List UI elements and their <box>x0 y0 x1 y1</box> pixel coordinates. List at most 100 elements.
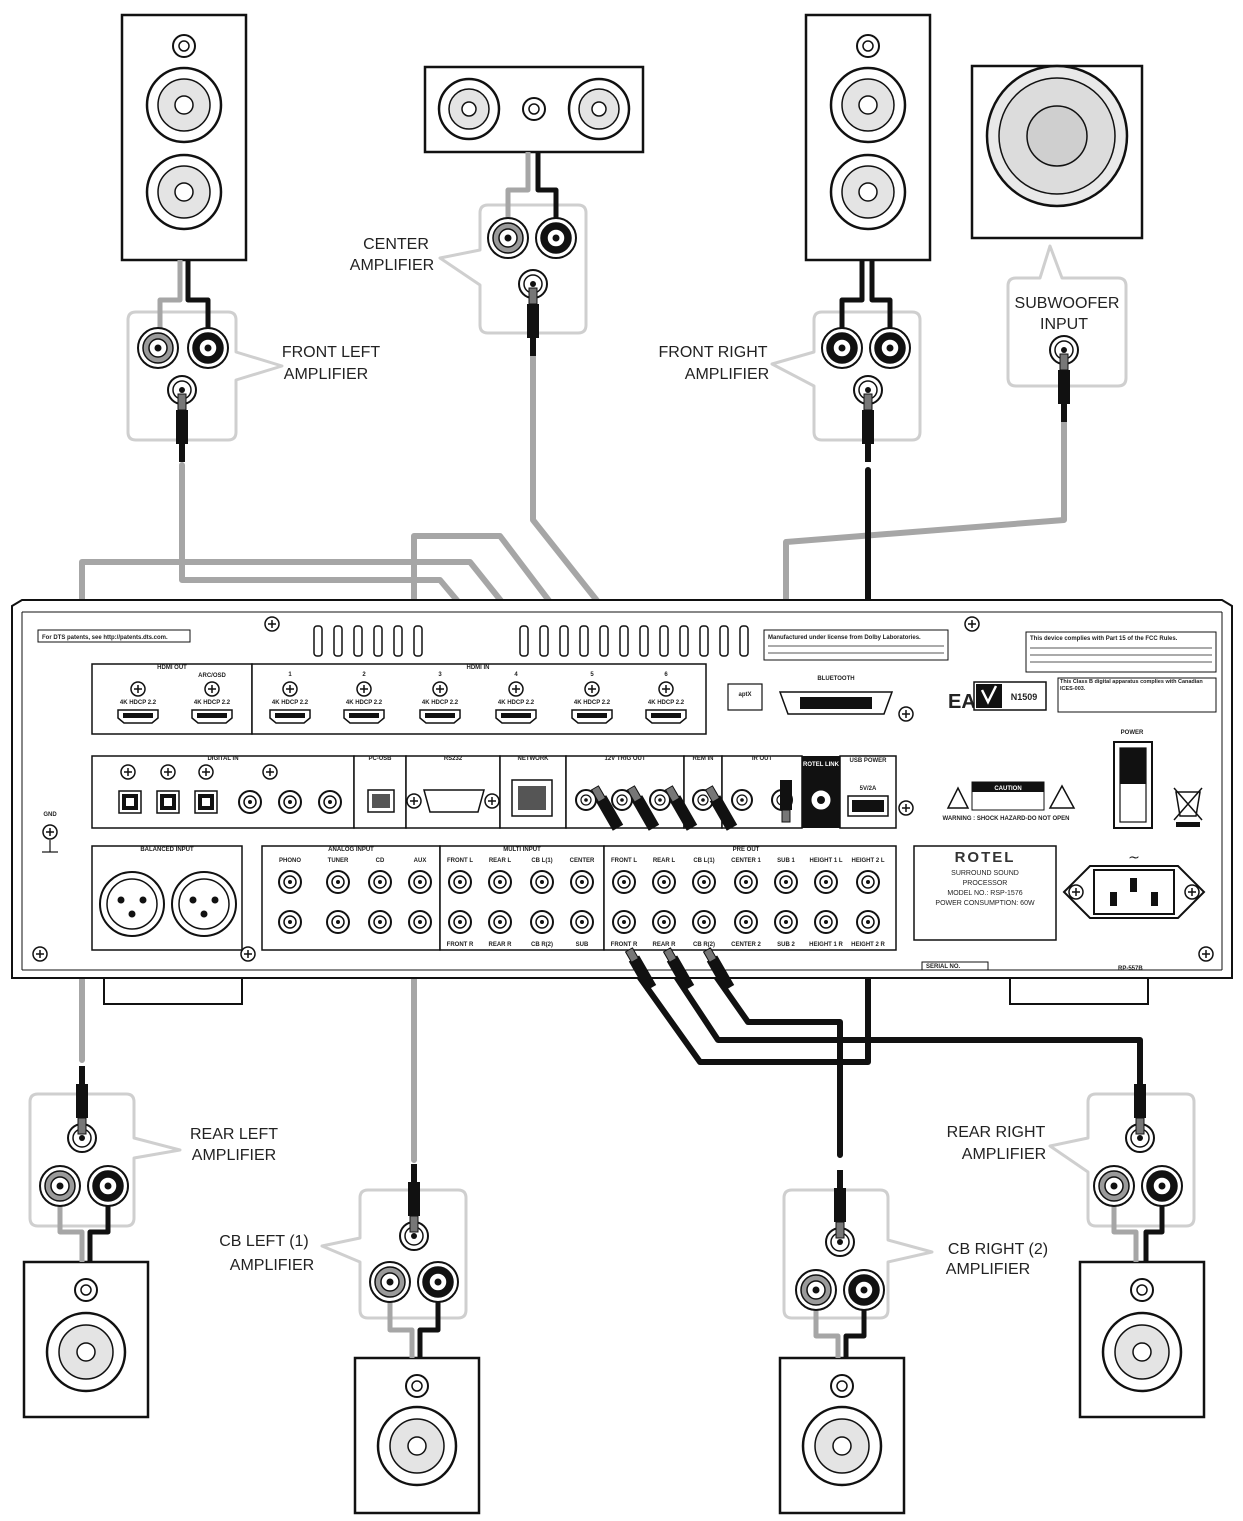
center-amp-label-2: AMPLIFIER <box>350 257 434 274</box>
network-label: NETWORK <box>518 756 550 762</box>
digital-in-label: DIGITAL IN <box>207 756 238 762</box>
svg-text:REAR R: REAR R <box>652 942 676 948</box>
svg-text:TUNER: TUNER <box>328 858 349 864</box>
balanced-input-label: BALANCED INPUT <box>140 847 194 853</box>
svg-text:4K HDCP 2.2: 4K HDCP 2.2 <box>194 700 231 706</box>
svg-text:HEIGHT 1 R: HEIGHT 1 R <box>809 942 843 948</box>
model-number: MODEL NO.: RSP-1576 <box>947 890 1022 897</box>
product-line-1: SURROUND SOUND <box>951 870 1019 877</box>
svg-text:REAR L: REAR L <box>489 858 512 864</box>
fcc-note: This device complies with Part 15 of the… <box>1030 636 1178 642</box>
canada-note: This Class B digital apparatus complies … <box>1060 679 1203 692</box>
svg-text:FRONT L: FRONT L <box>611 858 637 864</box>
svg-text:4K HDCP 2.2: 4K HDCP 2.2 <box>648 700 685 706</box>
processor-rear-panel: For DTS patents, see http://patents.dts.… <box>11 599 1233 1005</box>
svg-text:SUB 2: SUB 2 <box>777 942 795 948</box>
svg-text:FRONT R: FRONT R <box>447 942 474 948</box>
svg-text:CB R(2): CB R(2) <box>531 942 553 948</box>
rear-left-speaker <box>22 1260 150 1419</box>
rotel-brand: ROTEL <box>955 849 1016 866</box>
amp-labels: CENTER AMPLIFIER FRONT LEFT AMPLIFIER FR… <box>190 236 1119 1278</box>
rear-right-amp-label-1: REAR RIGHT <box>947 1124 1046 1141</box>
cb-right-amp-label-2: AMPLIFIER <box>946 1261 1030 1278</box>
svg-text:CB L(1): CB L(1) <box>693 858 714 864</box>
center-speaker <box>423 65 645 154</box>
svg-text:CD: CD <box>376 858 385 864</box>
trig-out-label: 12V TRIG OUT <box>604 756 645 762</box>
gnd-label: GND <box>43 812 57 818</box>
cb-right-speaker <box>778 1356 906 1515</box>
rem-in-label: REM IN <box>693 756 714 762</box>
cb-left-amp-label-2: AMPLIFIER <box>230 1257 314 1274</box>
model-code: RP-557B <box>1118 966 1143 972</box>
dolby-note: Manufactured under license from Dolby La… <box>768 635 921 641</box>
front-right-amp-label-2: AMPLIFIER <box>685 366 769 383</box>
svg-text:SUB: SUB <box>576 942 589 948</box>
hdmi-out-label: HDMI OUT <box>157 665 187 671</box>
power-consumption: POWER CONSUMPTION: 60W <box>935 900 1035 907</box>
svg-text:2: 2 <box>362 672 366 678</box>
front-left-speaker <box>120 13 248 262</box>
svg-text:CENTER 2: CENTER 2 <box>731 942 761 948</box>
svg-text:5: 5 <box>590 672 594 678</box>
center-amp-label-1: CENTER <box>363 236 429 253</box>
svg-text:HEIGHT 1 L: HEIGHT 1 L <box>809 858 842 864</box>
hdmi-ports: 4K HDCP 2.2 4K HDCP 2.2 1 4K HDCP 2.2 2 … <box>117 672 687 724</box>
svg-text:3: 3 <box>438 672 442 678</box>
hdmi-in-label: HDMI IN <box>467 665 490 671</box>
svg-text:4: 4 <box>514 672 518 678</box>
subwoofer-input-label-2: INPUT <box>1040 316 1088 333</box>
cb-left-speaker <box>353 1356 481 1515</box>
aptx-logo: aptX <box>738 692 751 698</box>
front-right-speaker <box>804 13 932 262</box>
caution-label: CAUTION <box>994 786 1021 792</box>
ir-out-label: IR OUT <box>752 756 773 762</box>
product-line-2: PROCESSOR <box>963 880 1008 887</box>
svg-text:PHONO: PHONO <box>279 858 301 864</box>
svg-text:4K HDCP 2.2: 4K HDCP 2.2 <box>498 700 535 706</box>
vents <box>313 625 749 657</box>
front-right-amp-label-1: FRONT RIGHT <box>658 344 767 361</box>
pc-usb-label: PC-USB <box>368 756 392 762</box>
svg-text:CB R(2): CB R(2) <box>693 942 715 948</box>
speaker-wires <box>57 152 1165 1358</box>
svg-text:HEIGHT 2 L: HEIGHT 2 L <box>851 858 884 864</box>
bluetooth-label: BLUETOOTH <box>817 676 854 682</box>
warning-text: WARNING : SHOCK HAZARD-DO NOT OPEN <box>943 816 1070 822</box>
svg-text:4K HDCP 2.2: 4K HDCP 2.2 <box>120 700 157 706</box>
svg-text:6: 6 <box>664 672 668 678</box>
svg-text:CENTER 1: CENTER 1 <box>731 858 761 864</box>
usb-rating: 5V/2A <box>860 786 877 792</box>
svg-text:4K HDCP 2.2: 4K HDCP 2.2 <box>422 700 459 706</box>
serial-label: SERIAL NO. <box>926 964 961 970</box>
svg-text:HEIGHT 2 R: HEIGHT 2 R <box>851 942 885 948</box>
subwoofer <box>970 64 1144 240</box>
multi-input-label: MULTI INPUT <box>503 847 541 853</box>
rear-left-amp-label-1: REAR LEFT <box>190 1126 278 1143</box>
svg-text:4K HDCP 2.2: 4K HDCP 2.2 <box>574 700 611 706</box>
cable-rear-right <box>672 972 1143 1081</box>
rear-right-speaker <box>1078 1260 1206 1419</box>
analog-input-label: ANALOG INPUT <box>328 847 374 853</box>
front-left-amp-label-2: AMPLIFIER <box>284 366 368 383</box>
panel-rca-plugs <box>590 780 792 991</box>
svg-text:CB L(1): CB L(1) <box>531 858 552 864</box>
svg-text:1: 1 <box>288 672 292 678</box>
cable-cb-right <box>712 972 843 1158</box>
svg-text:AUX: AUX <box>414 858 427 864</box>
power-label: POWER <box>1121 730 1144 736</box>
dts-note: For DTS patents, see http://patents.dts.… <box>42 635 168 641</box>
rs232-label: RS232 <box>444 756 463 762</box>
svg-text:REAR R: REAR R <box>488 942 512 948</box>
usb-power-label: USB POWER <box>849 758 887 764</box>
rotel-link-label: ROTEL LINK <box>803 762 840 768</box>
subwoofer-input-label-1: SUBWOOFER <box>1015 295 1120 312</box>
svg-text:FRONT L: FRONT L <box>447 858 473 864</box>
front-left-amp-label-1: FRONT LEFT <box>282 344 381 361</box>
svg-text:~: ~ <box>1128 850 1140 866</box>
svg-text:REAR L: REAR L <box>653 858 676 864</box>
pre-out-label: PRE OUT <box>733 847 760 853</box>
cb-right-amp-label-1: CB RIGHT (2) <box>948 1241 1048 1258</box>
rear-left-amp-label-2: AMPLIFIER <box>192 1147 276 1164</box>
